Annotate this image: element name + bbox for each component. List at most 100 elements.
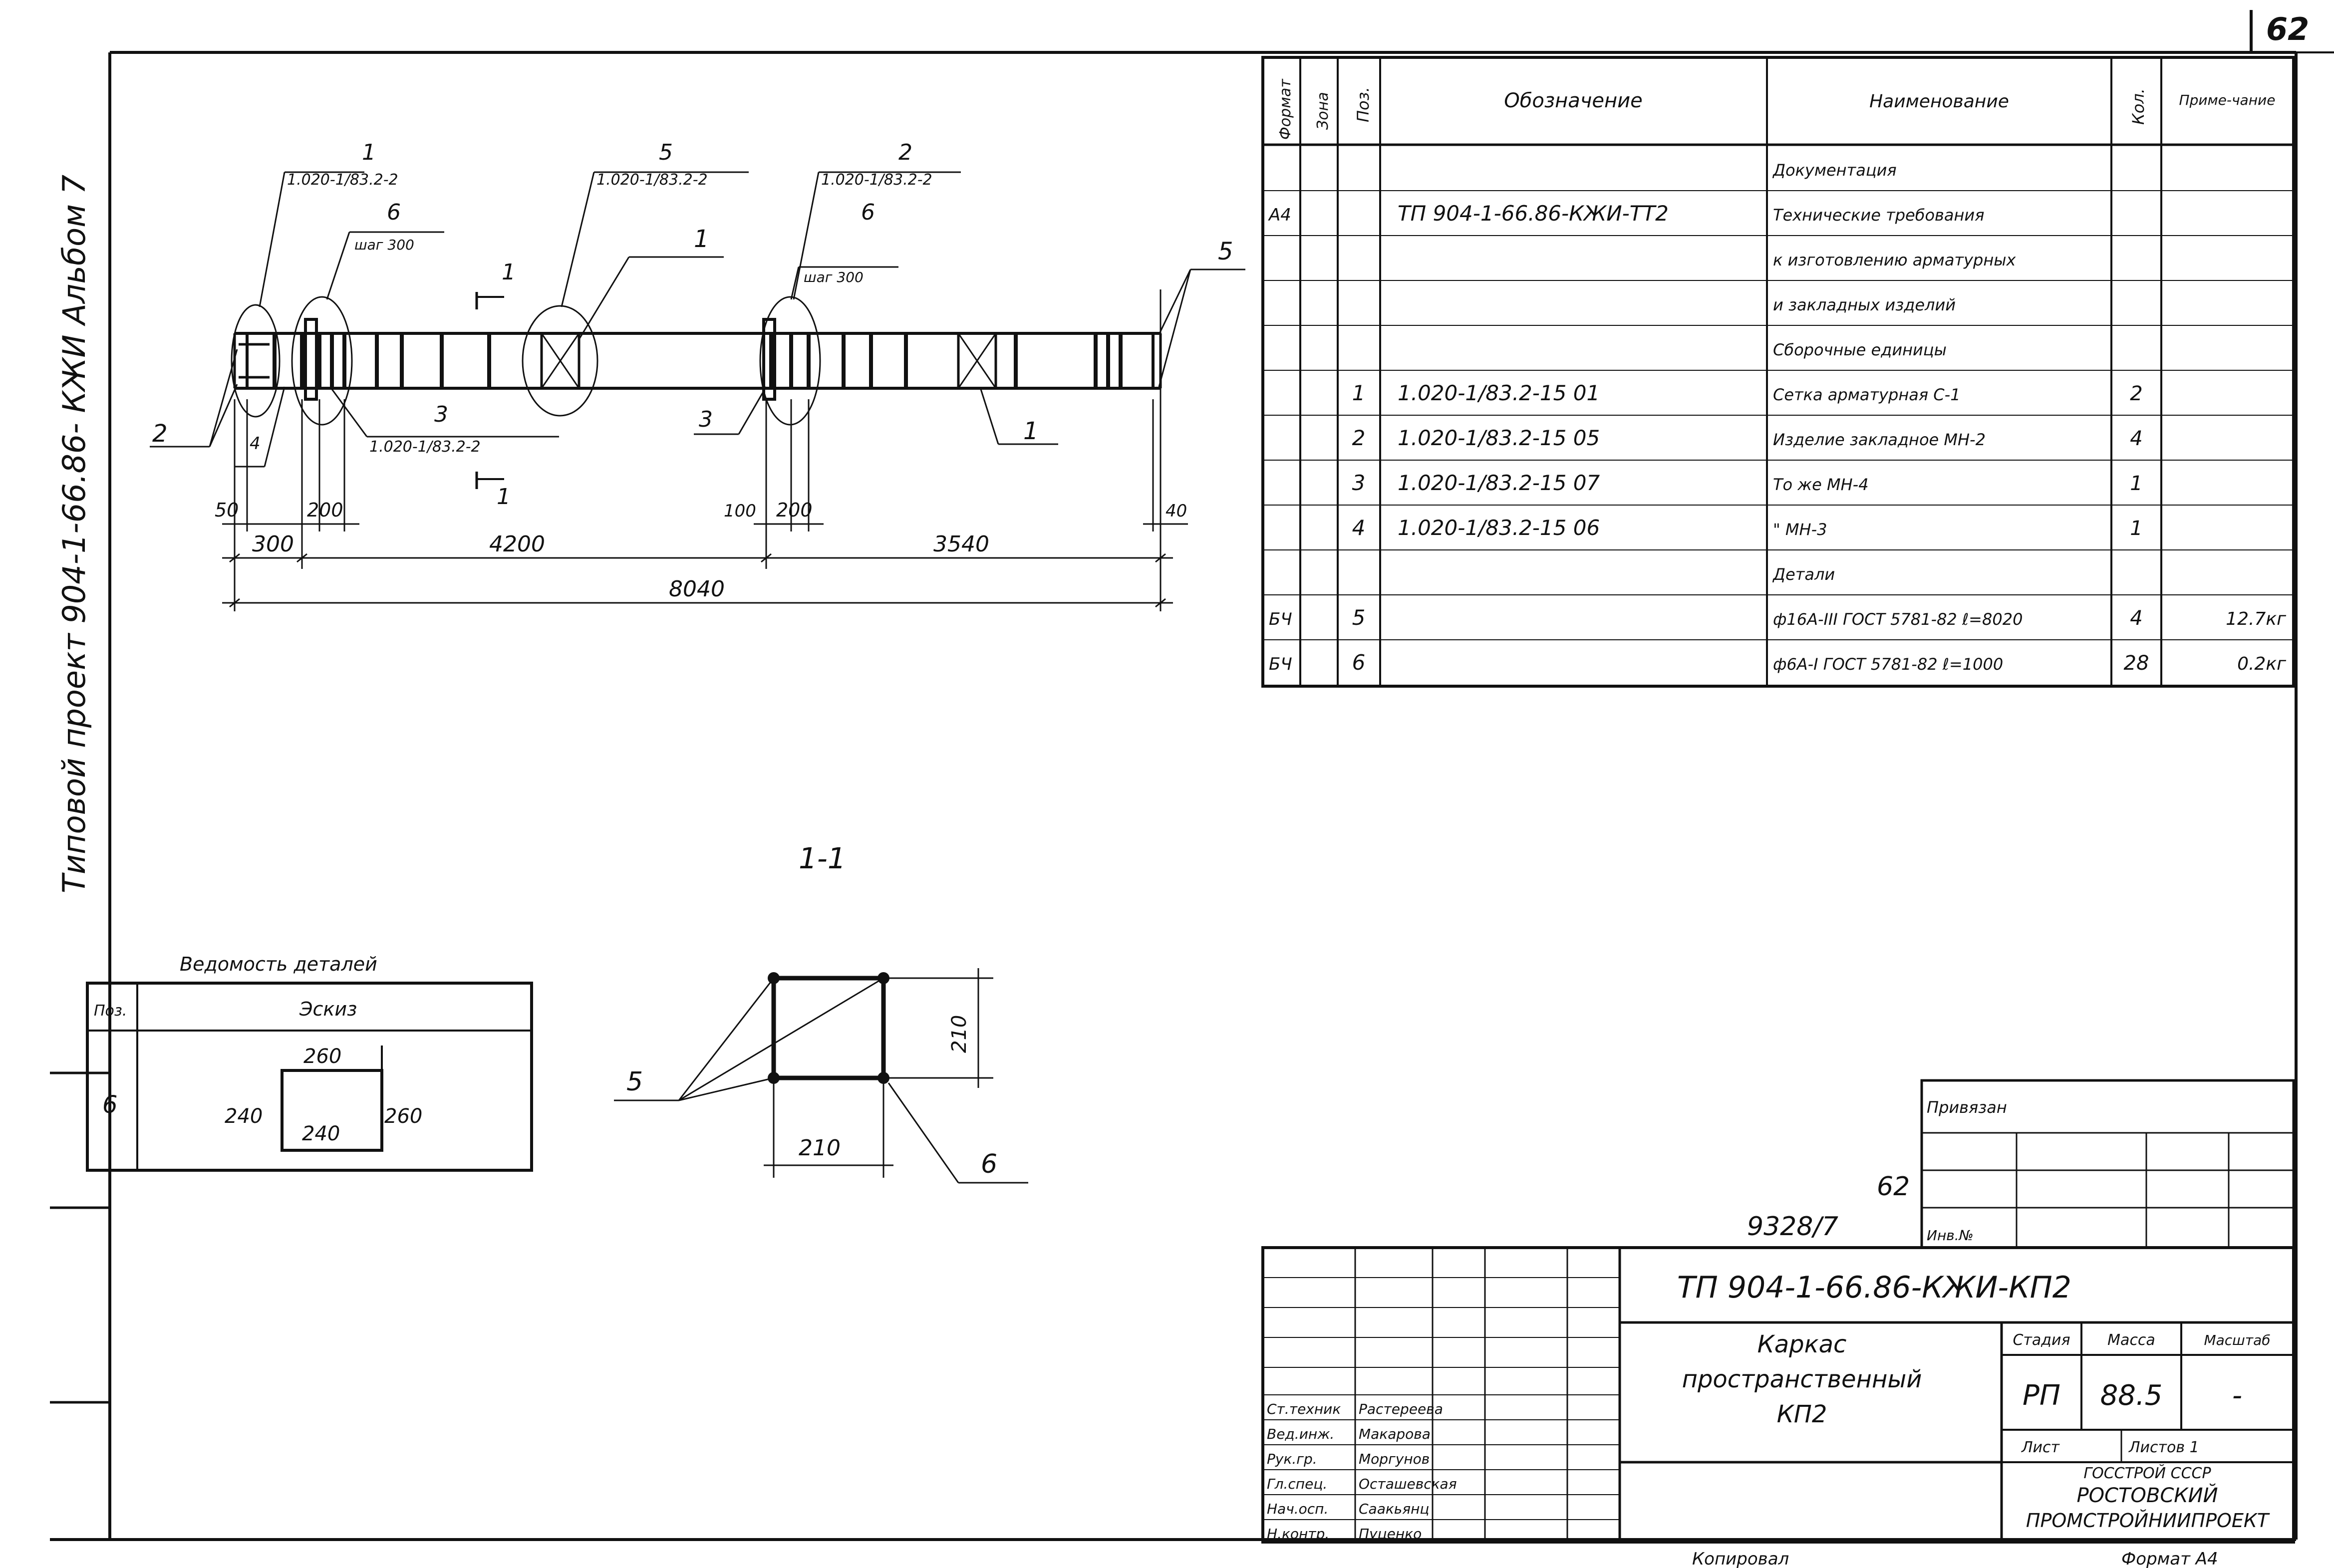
dim-4200: 4200 [489,531,545,557]
dim-40: 40 [1166,501,1187,521]
callout-2-number: 2 [898,140,912,165]
callout-5-number: 5 [659,140,673,165]
pos-4-label: 4 [250,434,261,454]
details-table-grid [86,982,533,1172]
spec-header-format: Формат [1277,78,1294,140]
mesh-1-right-label: 1 [1023,417,1039,445]
spec-cell-designation: 1.020-1/83.2-15 07 [1398,471,1600,495]
spec-header-pos: Поз. [1354,87,1373,122]
callout-6b-step: шаг 300 [804,269,864,285]
spec-cell-format: А4 [1268,205,1291,225]
section-title: 1-1 [799,841,846,875]
section-label-6: 6 [981,1149,997,1179]
spec-cell-name: Технические требования [1773,206,1984,225]
section-dim-height: 210 [948,1015,971,1053]
sheet-frame [50,10,2334,1541]
spec-header-zone: Зона [1314,92,1332,130]
stamp-scale: - [2232,1379,2242,1412]
stamp-title-line1: Каркас [1757,1330,1847,1358]
details-title: Ведомость деталей [180,953,377,975]
dim-50: 50 [215,499,239,521]
signer-role: Нач.осп. [1267,1501,1328,1517]
stamp-title-line2: пространственный [1682,1365,1922,1393]
callout-5-ref: 1.020-1/83.2-2 [596,171,708,189]
callout-6b-number: 6 [861,200,875,225]
stamp-stage: РП [2023,1379,2060,1412]
dim-8040: 8040 [669,576,725,602]
signer-role: Рук.гр. [1267,1451,1317,1467]
side-stamp: Типовой проект 904-1-66.86- КЖИ Альбом 7 [56,175,92,893]
spec-cell-format: БЧ [1269,609,1292,629]
spec-cell-designation: ТП 904-1-66.86-КЖИ-ТТ2 [1398,201,1669,226]
spec-cell-name: То же МН-4 [1773,475,1869,494]
stamp-mass-header: Масса [2107,1331,2155,1349]
spec-cell-qty: 1 [2130,517,2142,540]
spec-cell-qty: 4 [2130,607,2142,630]
signer-role: Ст.техник [1267,1401,1341,1417]
section-1-1 [614,968,1028,1184]
spec-table-grid [1261,56,2295,688]
pos-5-right-label: 5 [1218,238,1233,265]
stamp-title-line3: КП2 [1777,1400,1827,1428]
section-mark-top: 1 [502,260,516,285]
spec-cell-name: Сетка арматурная С-1 [1773,385,1961,404]
stamp-sheets-header: Листов 1 [2128,1439,2199,1456]
stamp-sheet-header: Лист [2021,1439,2060,1456]
spec-header-name: Наименование [1869,91,2009,112]
details-header-pos: Поз. [94,1002,127,1020]
stamp-code: ТП 904-1-66.86-КЖИ-КП2 [1677,1270,2071,1305]
stamp-org-line1: ГОССТРОЙ СССР [2083,1464,2211,1482]
copy-stamp: Копировал [1692,1549,1789,1568]
spec-cell-qty: 28 [2124,652,2149,675]
spec-cell-name: Детали [1772,565,1835,584]
signer-name: Осташевская [1359,1476,1457,1492]
section-mark-bottom: 1 [497,484,511,510]
dim-300: 300 [252,531,294,557]
spec-cell-name: к изготовлению арматурных [1773,251,2017,269]
signer-role: Гл.спец. [1267,1476,1327,1492]
spec-cell-designation: 1.020-1/83.2-15 01 [1398,381,1600,405]
sheet-number: 62 [2266,11,2309,47]
signer-name: Саакьянц [1359,1501,1430,1517]
title-block-grid [1261,1079,2295,1544]
spec-header-note: Приме-чание [2179,92,2276,108]
callout-6a-number: 6 [387,200,401,225]
dim-200-right: 200 [776,499,813,521]
spec-cell-pos: 1 [1352,381,1366,405]
spec-cell-pos: 5 [1352,605,1366,630]
details-dim-top: 260 [303,1045,341,1068]
spec-cell-name: Документация [1772,161,1897,180]
details-dim-right: 260 [384,1105,422,1128]
signer-role: Н.контр. [1267,1526,1329,1542]
frame-elevation [150,171,1245,611]
callout-6a-step: шаг 300 [354,237,414,253]
pos-2-left-label: 2 [152,420,168,448]
details-header-sketch: Эскиз [299,998,357,1020]
spec-cell-note: 12.7кг [2226,609,2287,629]
spec-cell-pos: 3 [1352,471,1366,495]
callout-3-ref: 1.020-1/83.2-2 [369,438,481,456]
callout-2-ref: 1.020-1/83.2-2 [821,171,932,189]
dim-200-left: 200 [307,499,343,521]
spec-cell-name: Сборочные единицы [1773,340,1947,359]
spec-cell-pos: 4 [1352,516,1366,540]
signer-name: Пуценко [1359,1526,1422,1542]
spec-cell-name: и закладных изделий [1773,295,1956,314]
signer-name: Моргунов [1359,1451,1430,1467]
stamp-stage-header: Стадия [2013,1331,2070,1349]
mesh-1-mid-label: 1 [694,225,709,253]
stamp-org-line2: РОСТОВСКИЙ [2076,1483,2218,1507]
details-dim-inner: 240 [302,1122,340,1145]
spec-cell-pos: 6 [1352,650,1366,675]
spec-cell-note: 0.2кг [2237,654,2287,674]
section-label-5: 5 [626,1067,643,1097]
stamp-mass: 88.5 [2100,1379,2163,1412]
stamp-scale-header: Масштаб [2204,1332,2270,1348]
details-dim-left: 240 [225,1105,263,1128]
spec-cell-designation: 1.020-1/83.2-15 05 [1398,426,1600,450]
spec-cell-pos: 2 [1352,426,1366,450]
section-dim-width: 210 [799,1135,841,1161]
